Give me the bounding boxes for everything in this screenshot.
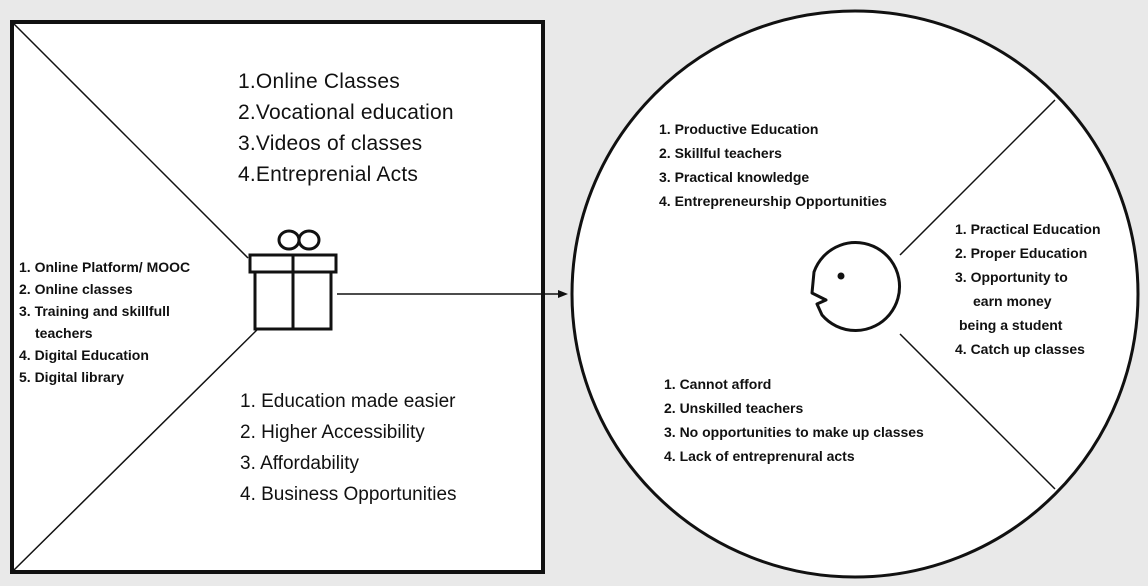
list-item: 2.Vocational education — [238, 101, 454, 124]
profile-bottom-list: 1. Cannot afford 2. Unskilled teachers 3… — [664, 372, 924, 468]
list-item: 4. Entrepreneurship Opportunities — [659, 193, 887, 209]
value-map-top-list: 1.Online Classes 2.Vocational education … — [238, 66, 454, 190]
list-item: 3. No opportunities to make up classes — [664, 424, 924, 440]
list-item: 4. Digital Education — [19, 347, 149, 363]
value-map-bottom-list: 1. Education made easier 2. Higher Acces… — [240, 386, 457, 510]
list-item: 3. Affordability — [240, 453, 360, 474]
list-item: 1. Online Platform/ MOOC — [19, 259, 191, 275]
face-icon — [810, 241, 901, 333]
list-item: 4.Entreprenial Acts — [238, 163, 419, 186]
list-item: 2. Higher Accessibility — [240, 422, 425, 443]
value-map-diagonal-bottom — [13, 321, 266, 571]
list-item: 4. Catch up classes — [955, 341, 1085, 357]
profile-top-list: 1. Productive Education 2. Skillful teac… — [659, 117, 887, 213]
profile-divider-bottom — [899, 333, 1056, 490]
value-map-left-list: 1. Online Platform/ MOOC 2. Online class… — [19, 256, 190, 388]
list-item: 3. Practical knowledge — [659, 169, 810, 185]
list-item: 1. Education made easier — [240, 391, 456, 412]
list-item: 2. Online classes — [19, 281, 133, 297]
list-item: 2. Skillful teachers — [659, 145, 782, 161]
value-map-diagonal-top — [13, 23, 249, 259]
list-item: being a student — [959, 317, 1063, 333]
list-item: 4. Business Opportunities — [240, 484, 457, 505]
profile-divider-top — [899, 99, 1056, 256]
list-item: 1. Cannot afford — [664, 376, 772, 392]
list-item: earn money — [973, 293, 1052, 309]
list-item: 3. Opportunity to — [955, 269, 1068, 285]
profile-right-list: 1. Practical Education 2. Proper Educati… — [955, 217, 1101, 361]
list-item: 4. Lack of entreprenural acts — [664, 448, 855, 464]
list-item: 2. Unskilled teachers — [664, 400, 804, 416]
list-item: 1. Practical Education — [955, 221, 1101, 237]
list-item: 3.Videos of classes — [238, 132, 423, 155]
list-item: 3. Training and skillfull — [19, 303, 170, 319]
list-item: 1.Online Classes — [238, 70, 400, 93]
list-item: 2. Proper Education — [955, 245, 1088, 261]
list-item: teachers — [35, 325, 93, 341]
gift-icon — [248, 229, 338, 331]
list-item: 1. Productive Education — [659, 121, 819, 137]
list-item: 5. Digital library — [19, 369, 125, 385]
